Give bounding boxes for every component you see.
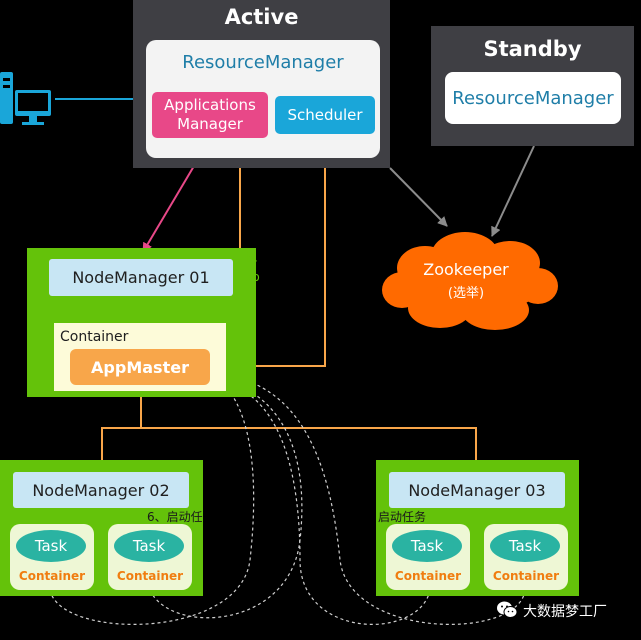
node02-task-1[interactable]: Task bbox=[16, 530, 86, 562]
standby-resource-manager[interactable]: ResourceManager bbox=[445, 72, 621, 124]
watermark-text: 大数据梦工厂 bbox=[523, 604, 607, 620]
appmaster-to-nm02-arrow bbox=[97, 385, 142, 471]
computer-icon bbox=[0, 68, 55, 130]
task-report-curve-1 bbox=[49, 376, 255, 626]
node-manager-01[interactable]: NodeManager 01 bbox=[49, 259, 233, 296]
active-panel: Active ResourceManager Applications Mana… bbox=[133, 0, 390, 168]
node01-container-label: Container bbox=[60, 329, 129, 345]
task-report-curve-4 bbox=[214, 374, 526, 626]
zookeeper-subtitle: (选举) bbox=[447, 285, 485, 301]
zookeeper-title: Zookeeper bbox=[423, 259, 509, 279]
node01-container: Container AppMaster bbox=[54, 323, 226, 391]
node02-task-2-container-label: Container bbox=[116, 569, 184, 583]
scheduler-box[interactable]: Scheduler bbox=[275, 96, 375, 134]
node02-task-1-container-label: Container bbox=[18, 569, 86, 583]
node01-panel: NodeManager 01 Container AppMaster bbox=[27, 248, 256, 397]
node01-side-text-2: oo bbox=[245, 270, 260, 284]
node02-task-container-1: Task Container bbox=[10, 524, 94, 590]
standby-panel: Standby ResourceManager bbox=[431, 26, 634, 146]
node03-task-container-1: Task Container bbox=[386, 524, 470, 590]
active-resource-manager-title: ResourceManager bbox=[182, 51, 344, 73]
node03-panel: NodeManager 03 启动任务 Task Container Task … bbox=[376, 460, 579, 596]
applications-manager-line1: Applications bbox=[164, 96, 256, 114]
node02-task-container-2: Task Container bbox=[108, 524, 192, 590]
standby-title: Standby bbox=[483, 37, 582, 61]
node-manager-02[interactable]: NodeManager 02 bbox=[13, 472, 189, 508]
node03-task-2[interactable]: Task bbox=[490, 530, 560, 562]
wechat-icon bbox=[496, 600, 518, 620]
node01-side-text-1: 执 bbox=[245, 250, 258, 264]
node02-task-2[interactable]: Task bbox=[114, 530, 184, 562]
active-to-zookeeper-arrow bbox=[389, 167, 448, 227]
node02-panel: NodeManager 02 6、启动任 Task Container Task… bbox=[0, 460, 203, 596]
node03-task-2-container-label: Container bbox=[492, 569, 560, 583]
task-report-curve-3 bbox=[214, 380, 431, 626]
node-manager-03[interactable]: NodeManager 03 bbox=[389, 472, 565, 508]
node03-side-text: 启动任务 bbox=[378, 510, 427, 524]
appmaster-to-nm03-arrow bbox=[141, 427, 481, 471]
node03-task-container-2: Task Container bbox=[484, 524, 568, 590]
node03-task-1-container-label: Container bbox=[394, 569, 462, 583]
app-master-box[interactable]: AppMaster bbox=[70, 349, 210, 385]
applications-manager-line2: Manager bbox=[177, 115, 243, 133]
active-resource-manager: ResourceManager Applications Manager Sch… bbox=[146, 40, 380, 158]
standby-to-zookeeper-arrow bbox=[491, 145, 535, 237]
node03-task-1[interactable]: Task bbox=[392, 530, 462, 562]
applications-manager-box[interactable]: Applications Manager bbox=[152, 92, 268, 138]
zookeeper-cloud bbox=[382, 232, 558, 330]
node02-side-text: 6、启动任 bbox=[147, 510, 203, 524]
active-title: Active bbox=[224, 5, 299, 29]
